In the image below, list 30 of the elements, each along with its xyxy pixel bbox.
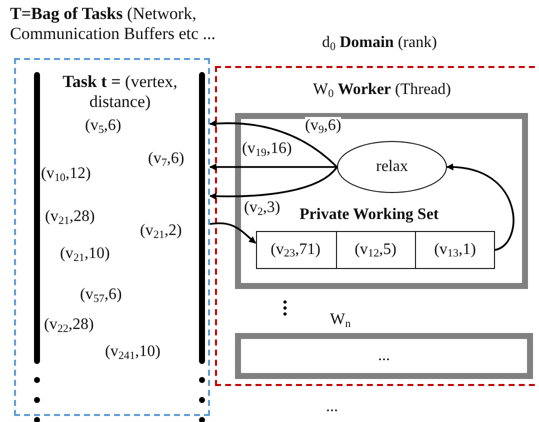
edge-label: (v$_{9}$,6) <box>305 117 342 136</box>
edge-label: (v$_{21}$,2) <box>140 222 182 240</box>
task-label: (v$_{57}$,6) <box>80 286 122 304</box>
node-label: relax <box>376 158 408 176</box>
row-heading: Private Working Set <box>300 206 439 224</box>
edge-label: (v$_{2}$,3) <box>244 199 280 218</box>
box-heading: W$_{0}$ Worker (Thread) <box>313 81 451 100</box>
arrow <box>209 120 338 168</box>
task-label: (v$_{7}$,6) <box>148 150 184 168</box>
node-label: (v$_{12}$,5) <box>354 240 396 259</box>
task-label: (v$_{22}$,28) <box>44 316 94 334</box>
arrow <box>209 166 338 200</box>
task-label: (v$_{21}$,10) <box>60 245 110 264</box>
box-heading: T=Bag of Tasks (Network, Communication Buffers etc ... <box>10 4 217 44</box>
node-label: (v$_{23}$,71) <box>270 240 320 259</box>
box-heading: Task t = (vertex, distance) <box>62 72 178 112</box>
node-label: (v$_{13}$,1) <box>434 240 476 259</box>
edge-label: (v$_{19}$,16) <box>242 140 292 158</box>
ellipsis-text: ... <box>378 346 390 366</box>
arrow <box>209 164 337 170</box>
task-label: (v$_{241}$,10) <box>105 343 160 362</box>
task-label: (v$_{5}$,6) <box>85 117 122 136</box>
ellipsis-text: ... <box>326 398 338 416</box>
arrow <box>210 222 256 244</box>
task-label: (v$_{21}$,28) <box>45 208 95 226</box>
arrow <box>446 164 514 251</box>
task-label: (v$_{10}$,12) <box>41 165 91 184</box>
box-heading: W$_{n}$ <box>330 311 351 330</box>
box-heading: d$_{0}$ Domain (rank) <box>322 34 437 52</box>
relax-ellipse <box>337 141 447 193</box>
